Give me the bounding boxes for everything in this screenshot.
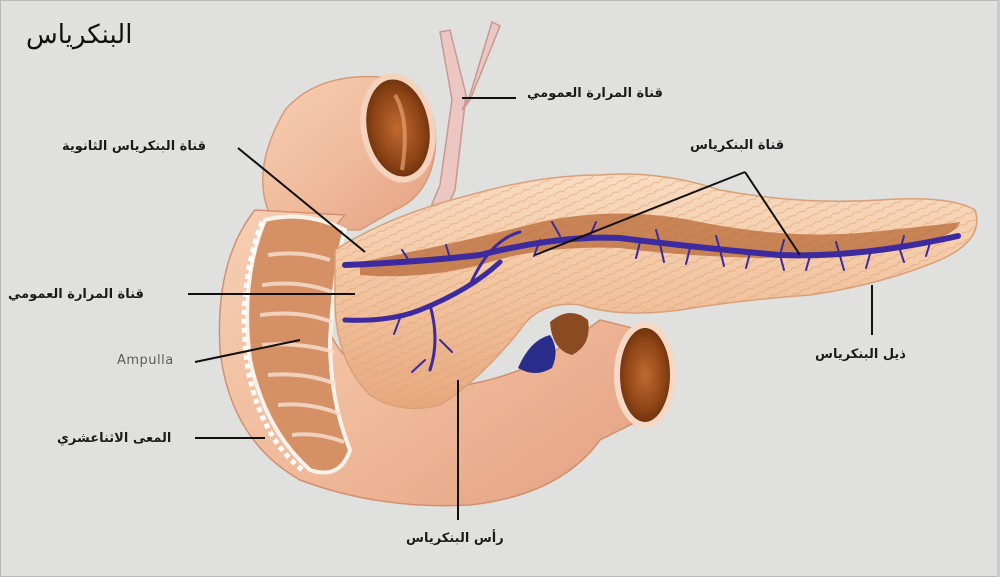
label-duodenum: المعى الاثناعشري <box>57 431 172 446</box>
label-pancreatic-duct: قناة البنكرياس <box>690 138 785 153</box>
pancreatic-duct-shape <box>342 221 961 373</box>
label-accessory-pancreatic-duct: قناة البنكرياس الثانوية <box>62 139 207 154</box>
leader-lines <box>188 97 873 520</box>
label-common-bile-duct-top: قناة المرارة العمومي <box>527 86 663 101</box>
label-common-bile-duct-left: قناة المرارة العمومي <box>8 287 144 302</box>
duodenum-loop <box>218 209 676 507</box>
right-border <box>997 0 1000 577</box>
label-pancreas-head: رأس البنكرياس <box>406 531 504 546</box>
vessel-stub <box>518 312 589 373</box>
common-bile-duct-shape <box>416 20 501 241</box>
duodenum-upper <box>261 73 437 231</box>
label-ampulla: Ampulla <box>117 353 174 368</box>
label-pancreas-tail: ذيل البنكرياس <box>815 347 906 362</box>
diagram-title: البنكرياس <box>26 20 133 50</box>
